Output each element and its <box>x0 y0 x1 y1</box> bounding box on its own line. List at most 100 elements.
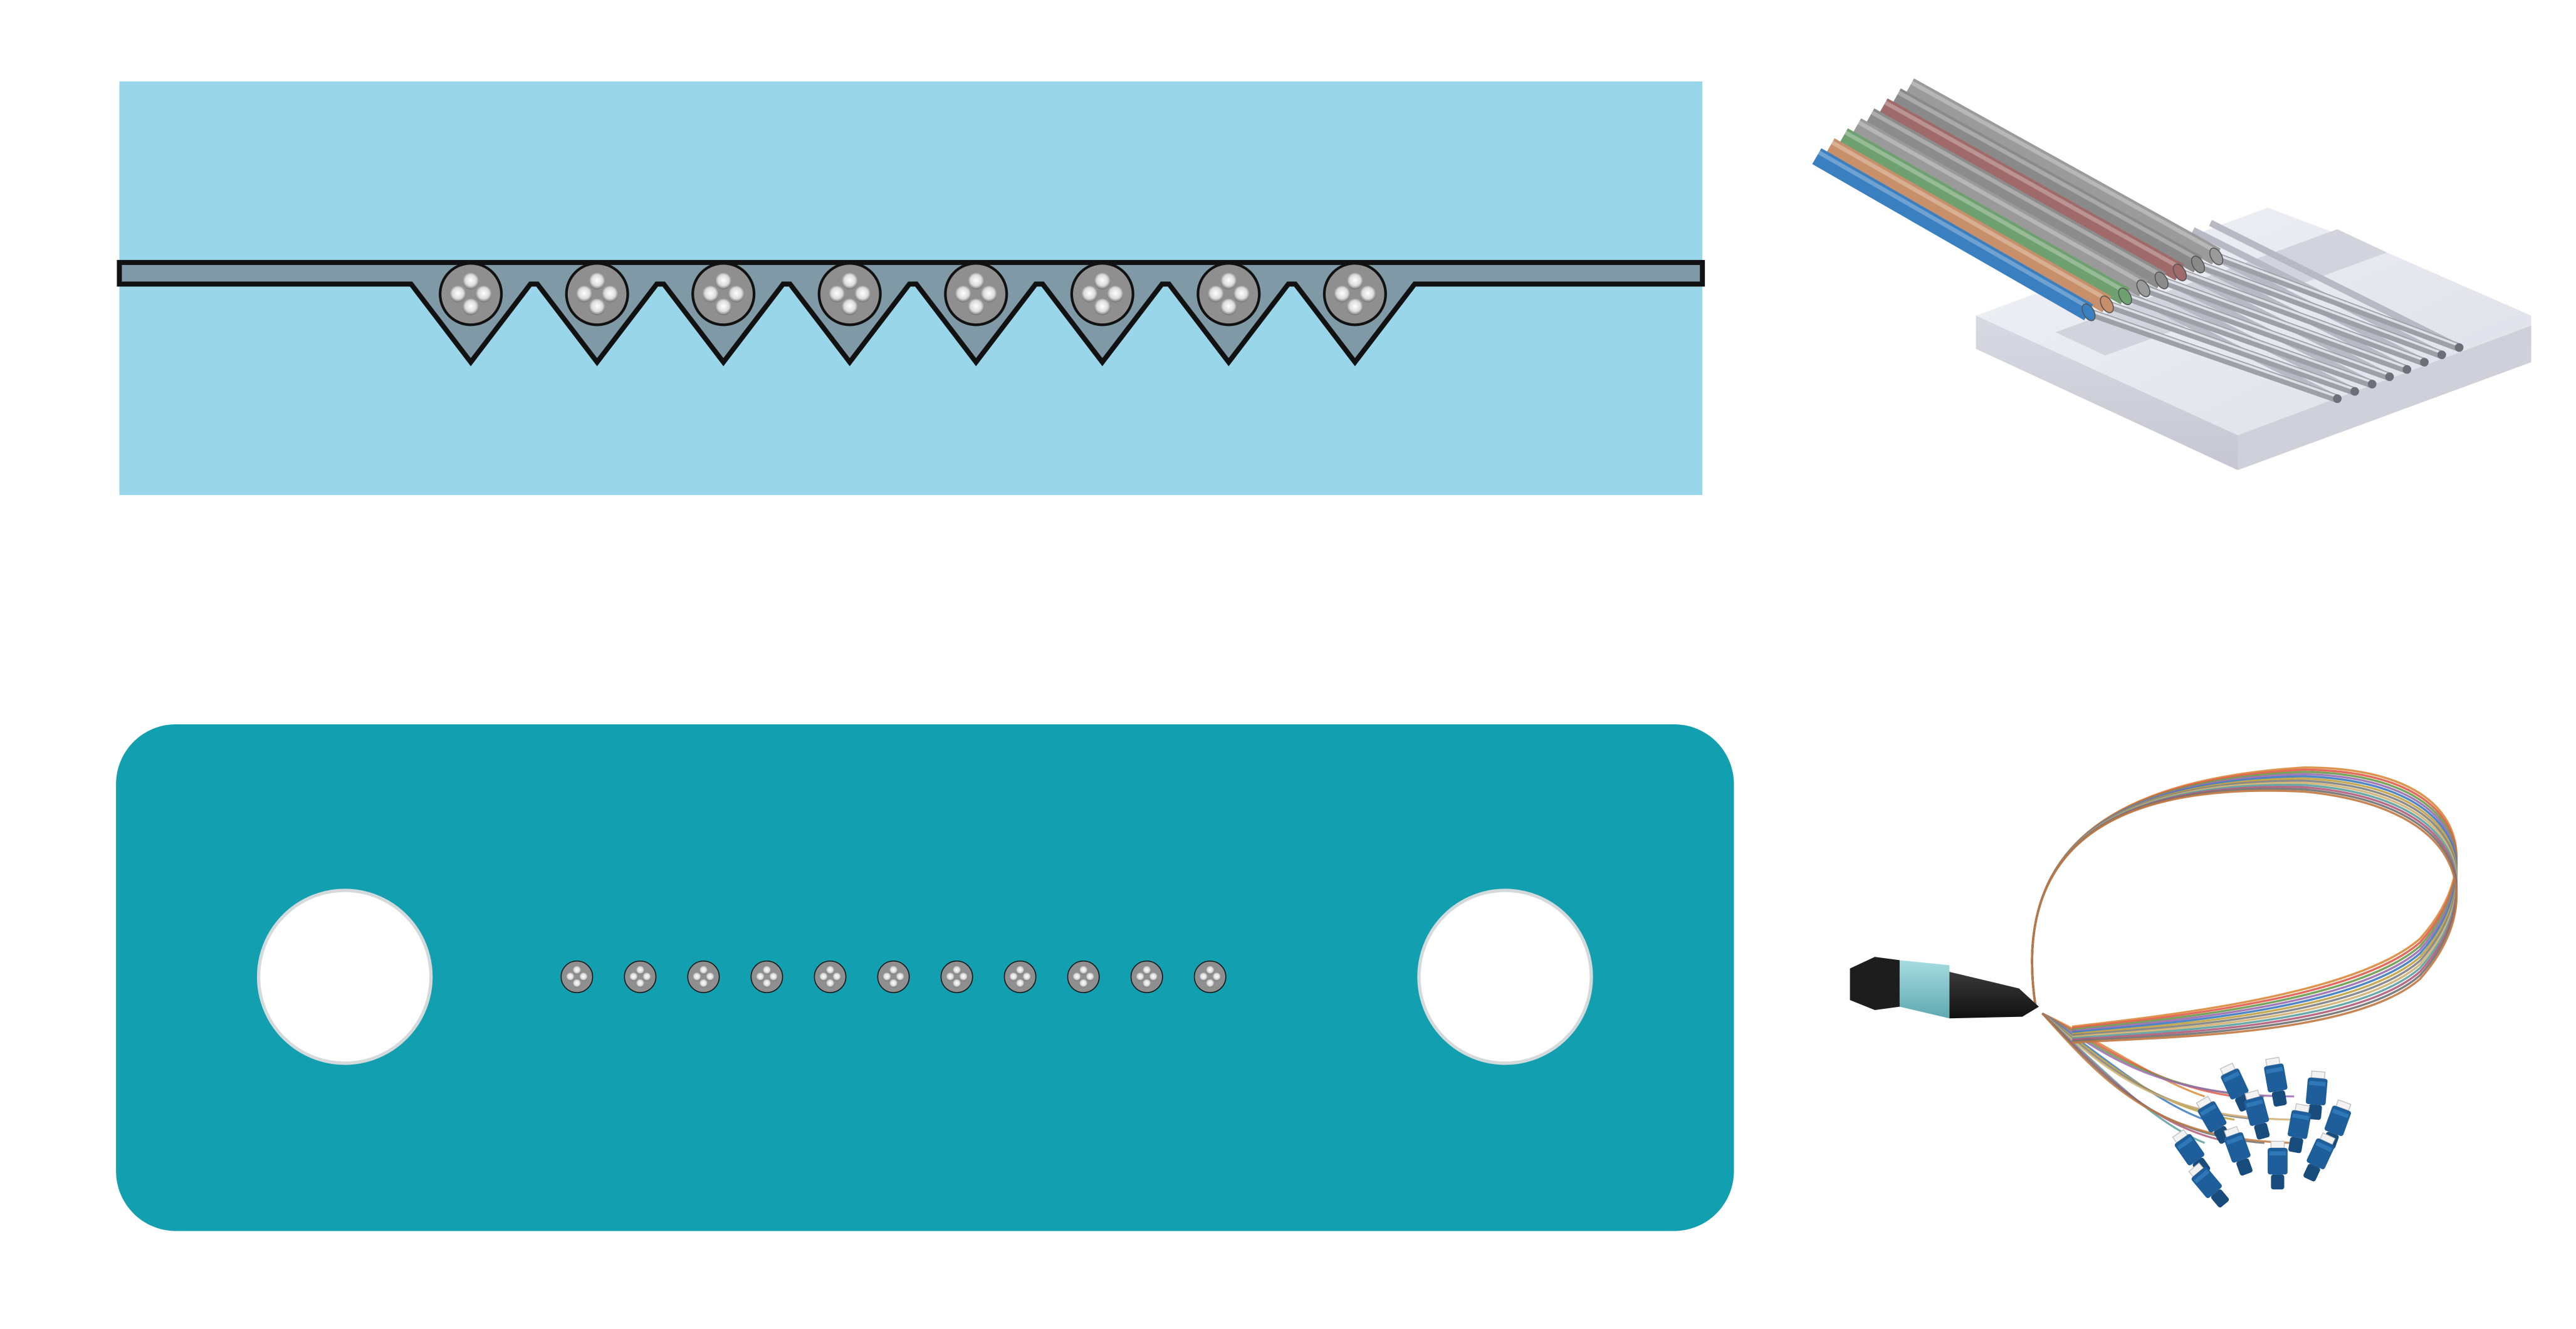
ferrule-fiber <box>1193 960 1227 993</box>
bare-fiber-highlight <box>2143 285 2390 376</box>
fiber-cladding <box>1322 262 1387 326</box>
fiber-jacket-end <box>2081 303 2096 321</box>
bare-fiber-highlight <box>2124 293 2373 383</box>
fiber-cladding <box>560 960 594 993</box>
ferrule-fiber <box>687 960 720 993</box>
vgroove-fiber <box>565 262 629 326</box>
fanout-fiber-tail <box>2041 1013 2295 1121</box>
fiber-cladding <box>817 262 882 326</box>
bare-fiber <box>2194 260 2446 359</box>
lc-latch <box>2269 1151 2286 1155</box>
lc-latch <box>2315 1141 2333 1152</box>
lc-housing <box>2191 1167 2222 1199</box>
fiber-cladding <box>691 262 756 326</box>
ribbon-fibers <box>1812 78 2464 404</box>
fiber-core <box>1107 286 1124 303</box>
fiber-core <box>1205 966 1215 975</box>
vgroove-fibers <box>439 262 1387 326</box>
vgroove-fiber <box>439 262 503 326</box>
fiber-tip <box>2420 358 2429 367</box>
fiber-tip <box>2454 343 2464 352</box>
fiber-core <box>841 273 858 289</box>
fiber-core <box>1359 286 1376 303</box>
lc-latch <box>2226 1135 2243 1145</box>
lc-boot <box>2254 1122 2270 1140</box>
fiber-core <box>715 298 732 316</box>
ribbon-chip-assembly <box>1812 78 2531 471</box>
fiber-core <box>762 979 772 988</box>
fiber-cladding <box>814 960 847 993</box>
fiber-cladding <box>687 960 720 993</box>
ferrule-body <box>116 724 1734 1231</box>
fiber-cladding <box>1003 960 1037 993</box>
lc-boot <box>2303 1164 2320 1182</box>
fiber-jacket <box>1878 98 2184 281</box>
lc-housing <box>2287 1110 2312 1139</box>
fiber-core <box>980 286 998 303</box>
fiber-tip <box>2437 350 2446 360</box>
mpo-connector-housing <box>1899 960 1950 1019</box>
ferrule-fiber <box>750 960 783 993</box>
fanout-fiber <box>2031 781 2458 1038</box>
fiber-core <box>715 273 732 289</box>
fiber-cladding <box>944 262 1008 326</box>
vgroove-array-panel <box>117 81 1705 496</box>
fiber-core <box>1022 972 1031 981</box>
fiber-core <box>959 972 968 981</box>
fiber-core <box>756 972 765 981</box>
fiber-core <box>955 286 971 303</box>
fiber-jacket-highlight <box>1829 139 2108 301</box>
fiber-jacket-end <box>2136 279 2150 298</box>
fiber-cladding <box>565 262 629 326</box>
lc-connector <box>2188 1162 2229 1207</box>
fiber-core <box>769 972 778 981</box>
fiber-core <box>636 979 645 988</box>
fiber-jacket-end <box>2172 263 2187 281</box>
fiber-core <box>762 966 772 975</box>
fiber-core <box>1094 273 1111 289</box>
fiber-core <box>462 298 479 316</box>
guide-hole-right <box>1417 889 1593 1065</box>
lc-boot <box>2288 1137 2303 1154</box>
vgroove-fiber <box>691 262 756 326</box>
fiber-core <box>462 273 479 289</box>
fiber-core <box>1207 286 1224 303</box>
fiber-cladding <box>1067 960 1100 993</box>
lc-ferrule <box>2196 1095 2212 1110</box>
fiber-core <box>1334 286 1351 303</box>
fiber-core <box>952 979 961 988</box>
fiber-core <box>896 972 904 981</box>
fiber-core <box>889 979 898 988</box>
fiber-core <box>1142 979 1151 988</box>
fiber-cladding <box>1070 262 1134 326</box>
fiber-core <box>946 972 955 981</box>
bare-fiber-highlight <box>2106 301 2355 391</box>
bare-fiber <box>2084 308 2342 403</box>
fiber-core <box>1081 286 1098 303</box>
fiber-core <box>828 286 846 303</box>
fiber-core <box>1220 273 1237 289</box>
fiber-tip <box>2367 380 2377 388</box>
lc-latch <box>2246 1099 2263 1108</box>
fiber-cladding <box>1130 960 1163 993</box>
lc-connector <box>2305 1070 2328 1120</box>
fanout-fiber <box>2031 783 2458 1040</box>
lc-connector <box>2264 1056 2288 1107</box>
lc-ferrule <box>2310 1070 2326 1080</box>
fiber-core <box>1346 298 1364 316</box>
chip-block-front <box>1976 315 2238 471</box>
fiber-jacket-highlight <box>1855 119 2145 286</box>
fiber-core <box>952 966 961 975</box>
fiber-core <box>728 286 745 303</box>
bare-fiber <box>2121 292 2377 388</box>
fiber-core <box>1009 972 1018 981</box>
fiber-jacket-end <box>2100 295 2114 313</box>
fiber-jacket-highlight <box>1895 89 2199 262</box>
fiber-jacket-highlight <box>1842 129 2127 293</box>
fiber-core <box>1346 273 1364 289</box>
fiber-jacket <box>1905 78 2221 265</box>
fiber-core <box>706 972 715 981</box>
fiber-jacket-end <box>2209 248 2224 266</box>
ferrule-fiber <box>814 960 847 993</box>
